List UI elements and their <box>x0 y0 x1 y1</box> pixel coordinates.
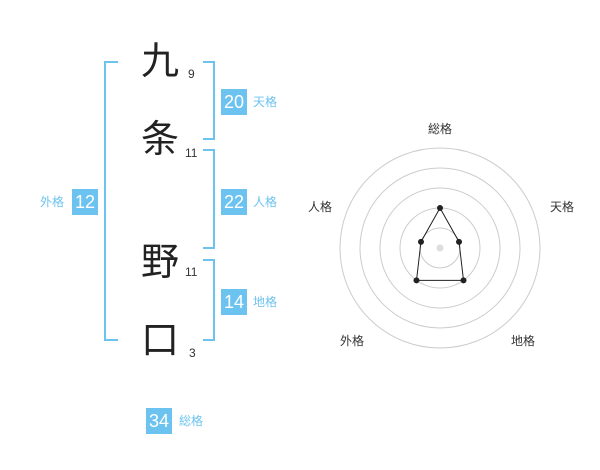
radar-axis-label-gaikaku: 外格 <box>340 334 365 348</box>
stroke-count-3: 11 <box>185 265 198 279</box>
stroke-count-1: 9 <box>188 67 195 81</box>
radar-axis-label-soukaku: 総格 <box>428 122 453 136</box>
radar-point-gaikaku <box>413 277 420 284</box>
chikaku-bracket <box>203 259 215 341</box>
radar-ring-3 <box>379 187 501 309</box>
name-char-3: 野 <box>141 240 180 284</box>
name-char-2: 条 <box>141 117 180 161</box>
tenkaku-label: 天格 <box>253 95 278 109</box>
soukaku-label: 総格 <box>179 414 204 428</box>
jinkaku-bracket <box>203 149 215 249</box>
tenkaku-value-badge: 20 <box>221 89 247 115</box>
gaikaku-value-badge: 12 <box>72 189 98 215</box>
jinkaku-value-badge: 22 <box>221 189 247 215</box>
gaikaku-bracket <box>104 61 118 341</box>
radar-ring-4 <box>359 167 521 329</box>
radar-point-chikaku <box>460 277 467 284</box>
chikaku-label: 地格 <box>253 295 278 309</box>
stroke-count-4: 3 <box>189 346 196 360</box>
radar-center-dot <box>436 244 444 252</box>
radar-point-jinkaku <box>417 238 424 245</box>
name-char-1: 九 <box>141 39 180 83</box>
soukaku-value-badge: 34 <box>146 408 172 434</box>
radar-series-line <box>415 206 465 281</box>
tenkaku-bracket <box>203 61 215 140</box>
jinkaku-label: 人格 <box>253 195 278 209</box>
radar-point-tenkaku <box>456 238 463 245</box>
gaikaku-label: 外格 <box>40 195 65 209</box>
chikaku-value-badge: 14 <box>221 289 247 315</box>
radar-ring-5 <box>339 147 541 349</box>
radar-axis-label-tenkaku: 天格 <box>550 200 575 214</box>
name-char-4: 口 <box>141 318 180 362</box>
stroke-count-2: 11 <box>185 146 198 160</box>
radar-point-soukaku <box>437 205 443 211</box>
radar-axis-label-chikaku: 地格 <box>511 334 536 348</box>
kakusu-radar-chart <box>339 147 541 349</box>
radar-axis-label-jinkaku: 人格 <box>308 200 333 214</box>
